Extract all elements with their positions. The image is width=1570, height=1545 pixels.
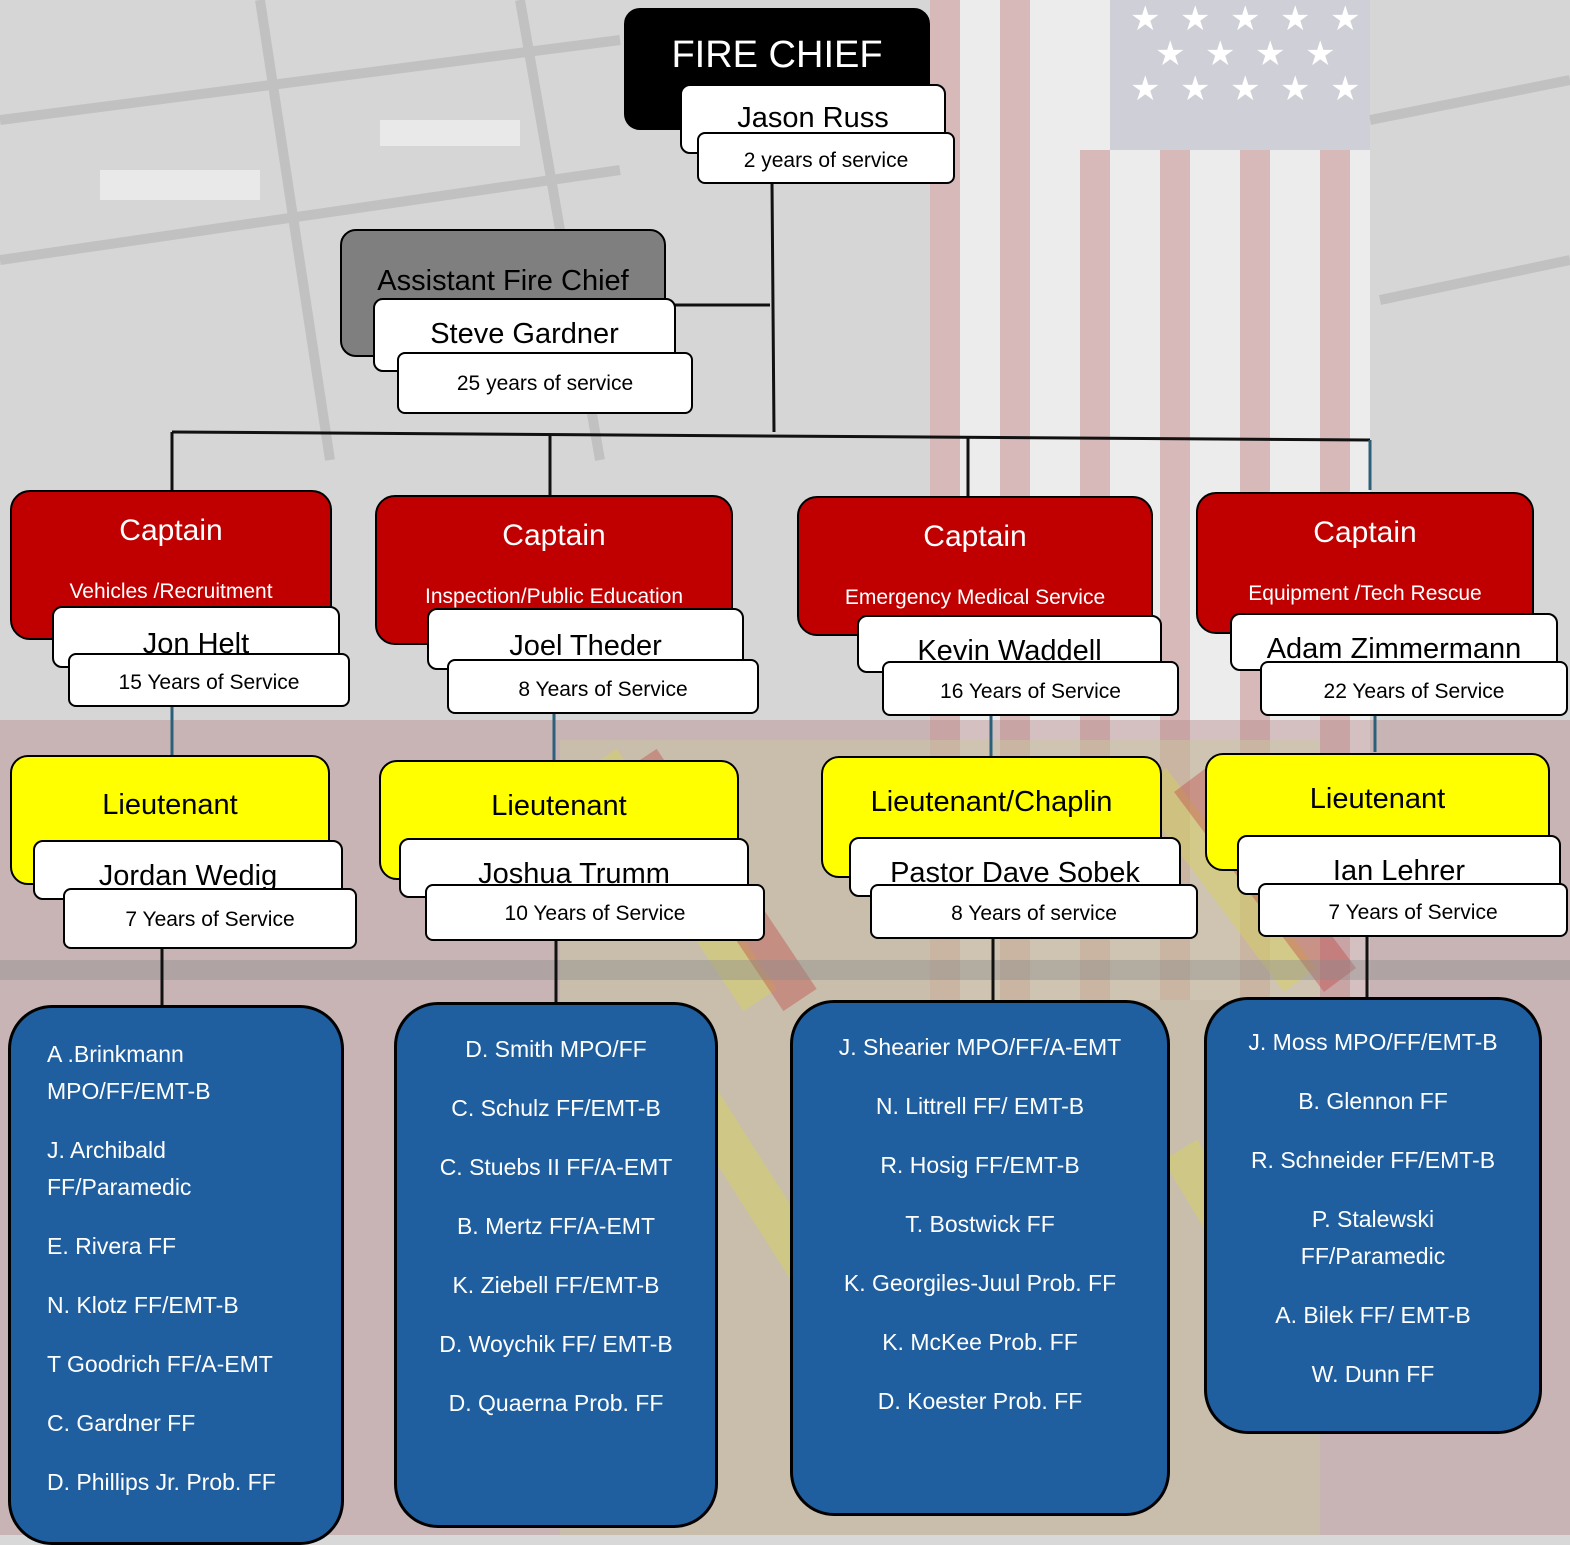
crew-box: D. Smith MPO/FF C. Schulz FF/EMT-B C. St… bbox=[394, 1002, 718, 1528]
svg-text:★: ★ bbox=[1205, 34, 1235, 74]
lieutenant-name-text: Pastor Dave Sobek bbox=[890, 857, 1140, 889]
svg-text:★: ★ bbox=[1130, 69, 1160, 109]
captain-card: Captain Equipment /Tech Rescue bbox=[1196, 492, 1534, 634]
captain-title: Captain bbox=[1313, 516, 1417, 549]
crew-member: K. Ziebell FF/EMT-B bbox=[452, 1272, 660, 1298]
svg-text:★: ★ bbox=[1180, 69, 1210, 109]
svg-text:★: ★ bbox=[1130, 0, 1160, 39]
svg-text:★: ★ bbox=[1330, 69, 1360, 109]
crew-member: D. Woychik FF/ EMT-B bbox=[439, 1331, 673, 1357]
crew-member: J. Shearier MPO/FF/A-EMT bbox=[838, 1034, 1122, 1060]
svg-text:★: ★ bbox=[1280, 69, 1310, 109]
crew-member: D. Quaerna Prob. FF bbox=[448, 1390, 664, 1416]
crew-member: C. Stuebs II FF/A-EMT bbox=[439, 1154, 673, 1180]
crew-member: T Goodrich FF/A-EMT bbox=[47, 1351, 273, 1377]
crew-member: K. McKee Prob. FF bbox=[882, 1329, 1078, 1355]
captain-service-text: 8 Years of Service bbox=[518, 678, 688, 701]
captain-title: Captain bbox=[119, 514, 223, 547]
crew-member: J. Archibald FF/Paramedic bbox=[47, 1137, 192, 1200]
lieutenant-service-text: 7 Years of Service bbox=[1328, 901, 1498, 924]
crew-member: W. Dunn FF bbox=[1311, 1361, 1435, 1387]
crew-box: J. Shearier MPO/FF/A-EMT N. Littrell FF/… bbox=[790, 1000, 1170, 1516]
lieutenant-title: Lieutenant bbox=[1309, 783, 1446, 815]
crew-member: T. Bostwick FF bbox=[905, 1211, 1055, 1237]
lieutenant-service-text: 10 Years of Service bbox=[504, 902, 686, 925]
crew-member: C. Schulz FF/EMT-B bbox=[451, 1095, 661, 1121]
fire-chief-title: FIRE CHIEF bbox=[671, 34, 883, 76]
svg-text:★: ★ bbox=[1255, 34, 1285, 74]
lieutenant-title: Lieutenant bbox=[491, 790, 627, 822]
crew-list: D. Smith MPO/FF C. Schulz FF/EMT-B C. St… bbox=[403, 1031, 709, 1422]
captain-service: 16 Years of Service bbox=[882, 661, 1179, 716]
svg-text:★: ★ bbox=[1230, 0, 1260, 39]
assistant-chief-name-text: Steve Gardner bbox=[430, 318, 619, 350]
svg-text:★: ★ bbox=[1230, 69, 1260, 109]
crew-member: D. Phillips Jr. Prob. FF bbox=[47, 1469, 276, 1495]
captain-name-text: Joel Theder bbox=[509, 630, 662, 662]
captain-area: Inspection/Public Education bbox=[425, 585, 683, 608]
captain-area: Vehicles /Recruitment bbox=[69, 580, 273, 603]
crew-member: D. Smith MPO/FF bbox=[465, 1036, 647, 1062]
crew-box: J. Moss MPO/FF/EMT-B B. Glennon FF R. Sc… bbox=[1204, 997, 1542, 1434]
lieutenant-title: Lieutenant/Chaplin bbox=[870, 786, 1113, 818]
crew-list: J. Shearier MPO/FF/A-EMT N. Littrell FF/… bbox=[797, 1029, 1163, 1420]
crew-member: B. Glennon FF bbox=[1298, 1088, 1448, 1114]
crew-list: J. Moss MPO/FF/EMT-B B. Glennon FF R. Sc… bbox=[1248, 1024, 1497, 1393]
svg-text:★: ★ bbox=[1280, 0, 1310, 39]
crew-list: A .Brinkmann MPO/FF/EMT-B J. Archibald F… bbox=[47, 1036, 311, 1501]
lieutenant-service: 7 Years of Service bbox=[1258, 883, 1568, 937]
crew-member: K. Georgiles-Juul Prob. FF bbox=[843, 1270, 1117, 1296]
fire-chief-service-text: 2 years of service bbox=[743, 149, 909, 172]
svg-text:★: ★ bbox=[1330, 0, 1360, 39]
crew-member: A. Bilek FF/ EMT-B bbox=[1275, 1302, 1471, 1328]
svg-text:★: ★ bbox=[1305, 34, 1335, 74]
lieutenant-service: 10 Years of Service bbox=[425, 884, 765, 941]
fire-chief-name-text: Jason Russ bbox=[737, 102, 889, 134]
lieutenant-service: 7 Years of Service bbox=[63, 888, 357, 949]
crew-member: B. Mertz FF/A-EMT bbox=[456, 1213, 656, 1239]
captain-title: Captain bbox=[923, 520, 1027, 553]
lieutenant-service-text: 7 Years of Service bbox=[125, 908, 295, 931]
crew-member: R. Hosig FF/EMT-B bbox=[880, 1152, 1080, 1178]
svg-text:★: ★ bbox=[1155, 34, 1185, 74]
crew-member: E. Rivera FF bbox=[47, 1233, 177, 1259]
lieutenant-service: 8 Years of service bbox=[870, 884, 1198, 939]
svg-text:★: ★ bbox=[1180, 0, 1210, 39]
assistant-chief-service-text: 25 years of service bbox=[456, 372, 634, 395]
crew-box: A .Brinkmann MPO/FF/EMT-B J. Archibald F… bbox=[8, 1005, 344, 1545]
crew-member: R. Schneider FF/EMT-B bbox=[1250, 1147, 1496, 1173]
fire-chief-service: 2 years of service bbox=[697, 132, 955, 184]
crew-member: N. Klotz FF/EMT-B bbox=[47, 1292, 239, 1318]
captain-service: 15 Years of Service bbox=[68, 653, 350, 707]
captain-service: 8 Years of Service bbox=[447, 659, 759, 714]
crew-member: N. Littrell FF/ EMT-B bbox=[875, 1093, 1085, 1119]
crew-member: A .Brinkmann MPO/FF/EMT-B bbox=[47, 1041, 211, 1104]
captain-area: Emergency Medical Service bbox=[844, 586, 1106, 609]
captain-service: 22 Years of Service bbox=[1260, 661, 1568, 716]
captain-title: Captain bbox=[502, 519, 606, 552]
captain-name-text: Adam Zimmermann bbox=[1266, 633, 1522, 665]
lieutenant-title: Lieutenant bbox=[102, 789, 238, 821]
crew-member: J. Moss MPO/FF/EMT-B bbox=[1248, 1029, 1498, 1055]
crew-member: C. Gardner FF bbox=[47, 1410, 196, 1436]
captain-service-text: 16 Years of Service bbox=[940, 680, 1121, 703]
captain-area: Equipment /Tech Rescue bbox=[1248, 582, 1482, 605]
crew-member: P. Stalewski FF/Paramedic bbox=[1300, 1206, 1446, 1269]
lieutenant-name-text: Jordan Wedig bbox=[98, 860, 278, 892]
captain-service-text: 22 Years of Service bbox=[1323, 680, 1505, 703]
captain-service-text: 15 Years of Service bbox=[118, 671, 300, 694]
assistant-chief-title: Assistant Fire Chief bbox=[377, 265, 629, 297]
crew-member: D. Koester Prob. FF bbox=[877, 1388, 1083, 1414]
assistant-chief-service: 25 years of service bbox=[397, 352, 693, 414]
lieutenant-service-text: 8 Years of service bbox=[951, 902, 1117, 925]
lieutenant-name-text: Ian Lehrer bbox=[1332, 855, 1466, 887]
